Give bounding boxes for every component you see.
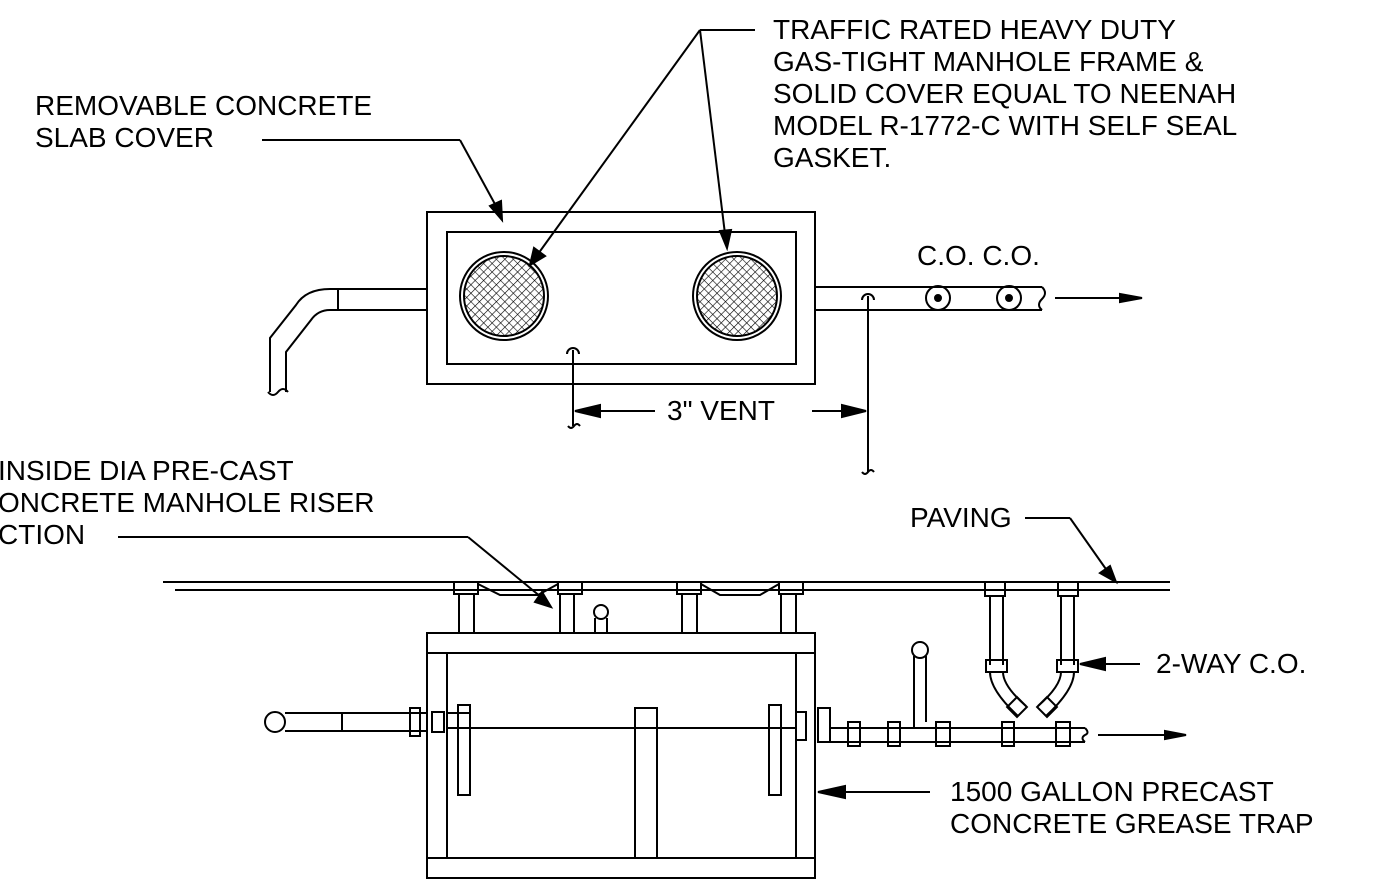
manhole-riser-right	[676, 581, 804, 633]
slab-cover-label: REMOVABLE CONCRETE SLAB COVER	[35, 90, 372, 154]
slab-cover-inner	[446, 231, 797, 365]
inlet-pipe-plan	[267, 288, 427, 396]
vent-dimension-arrows	[574, 403, 867, 419]
traffic-cover-line-4: MODEL R-1772-C WITH SELF SEAL	[773, 110, 1238, 141]
cleanouts-label: C.O. C.O.	[917, 240, 1040, 271]
vent-label: 3" VENT	[667, 395, 775, 426]
inlet-pipe-section	[264, 704, 471, 796]
outlet-pipe-plan	[815, 285, 1046, 311]
cleanout-2	[996, 285, 1022, 311]
two-way-co-label: 2-WAY C.O.	[1156, 648, 1307, 679]
grease-trap-label: 1500 GALLON PRECAST CONCRETE GREASE TRAP	[950, 776, 1314, 840]
riser-section-label: INSIDE DIA PRE-CAST ONCRETE MANHOLE RISE…	[0, 455, 375, 551]
two-way-co-leader	[1079, 656, 1140, 672]
cleanout-1	[925, 285, 951, 311]
riser-leader	[118, 536, 554, 609]
trap-outer-frame	[426, 211, 816, 385]
section-view	[118, 517, 1187, 879]
riser-line-3: CTION	[0, 519, 86, 550]
vent-stub-left	[566, 347, 581, 429]
traffic-cover-line-1: TRAFFIC RATED HEAVY DUTY	[773, 14, 1176, 45]
flow-arrow-plan	[1055, 292, 1143, 304]
riser-line-1: INSIDE DIA PRE-CAST	[0, 455, 294, 486]
grease-trap-line-1: 1500 GALLON PRECAST	[950, 776, 1274, 807]
manhole-cover-left	[459, 251, 549, 341]
slab-cover-leader	[262, 139, 504, 223]
grease-trap-line-2: CONCRETE GREASE TRAP	[950, 808, 1314, 839]
flow-arrow-section	[1098, 729, 1187, 741]
traffic-cover-line-5: GASKET.	[773, 142, 892, 173]
slab-cover-line-2: SLAB COVER	[35, 122, 214, 153]
paving-line	[163, 581, 1170, 591]
vent-riser-section	[593, 604, 609, 633]
traffic-cover-line-3: SOLID COVER EQUAL TO NEENAH	[773, 78, 1237, 109]
two-way-cleanout	[984, 581, 1079, 719]
plan-view	[262, 29, 1143, 475]
grease-trap-tank	[426, 632, 816, 879]
traffic-cover-line-2: GAS-TIGHT MANHOLE FRAME &	[773, 46, 1204, 77]
vent-stub-right	[861, 293, 875, 475]
manhole-riser-left	[453, 581, 583, 633]
slab-cover-line-1: REMOVABLE CONCRETE	[35, 90, 373, 121]
paving-label: PAVING	[910, 502, 1012, 533]
grease-trap-leader	[817, 784, 930, 800]
riser-line-2: ONCRETE MANHOLE RISER	[0, 487, 375, 518]
paving-leader	[1025, 517, 1118, 585]
manhole-cover-right	[692, 251, 782, 341]
traffic-cover-label: TRAFFIC RATED HEAVY DUTY GAS-TIGHT MANHO…	[773, 14, 1237, 174]
traffic-cover-leaders	[528, 29, 755, 268]
outlet-pipe-section	[768, 641, 1089, 796]
